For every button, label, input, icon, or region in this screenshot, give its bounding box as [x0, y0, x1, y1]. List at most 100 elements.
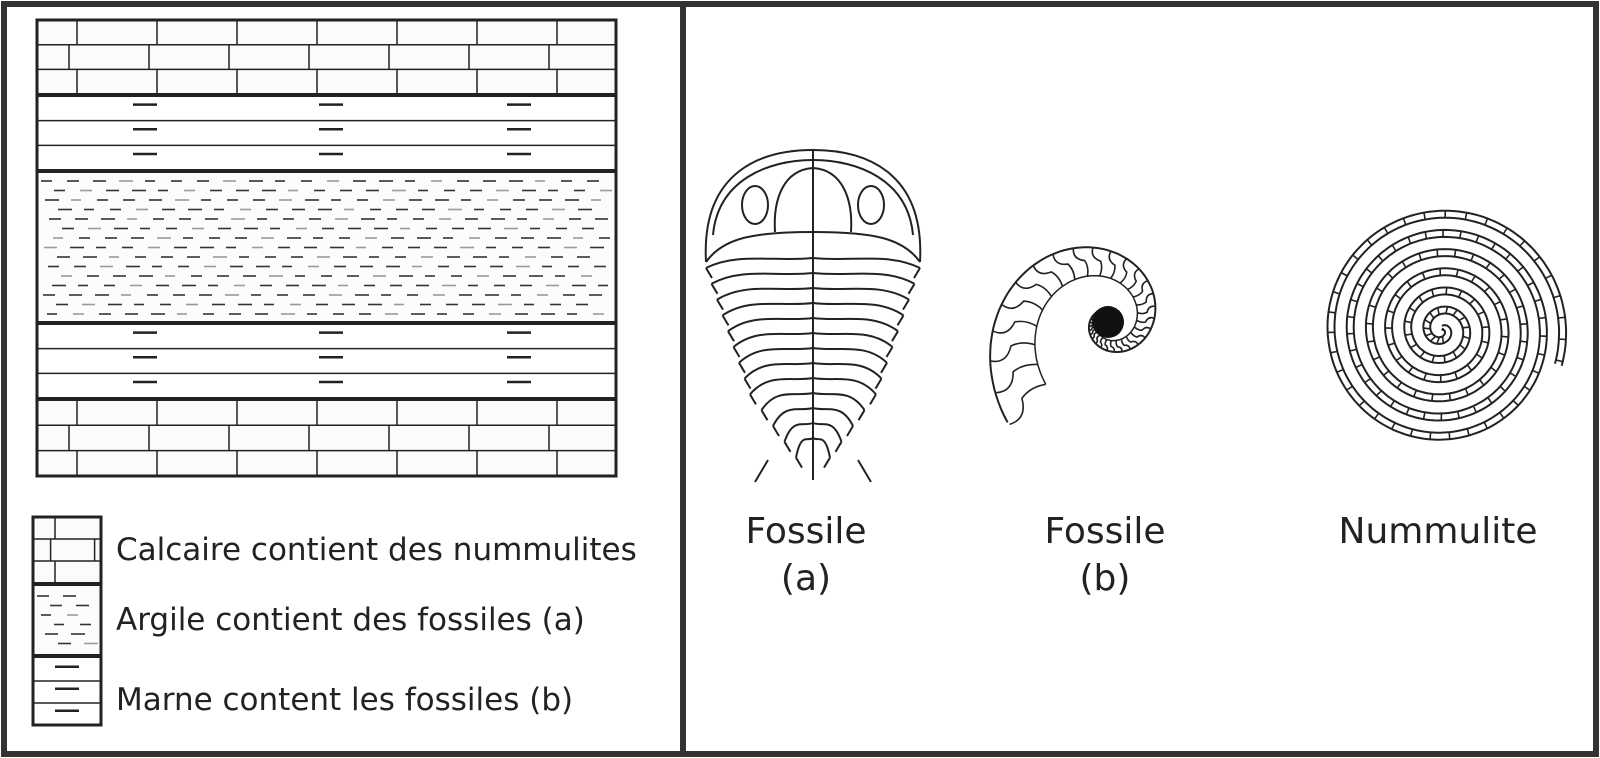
- nummulite-septum: [1368, 304, 1376, 309]
- nummulite-septum: [1469, 298, 1476, 305]
- nummulite-septum: [1383, 370, 1390, 376]
- trilobite-pleura-tip: [721, 314, 730, 326]
- nummulite-septum: [1497, 351, 1505, 356]
- ammonite-rib: [1120, 339, 1131, 350]
- nummulite-septum: [1418, 296, 1424, 303]
- trilobite-pleura-tip: [716, 299, 724, 311]
- nummulite-septum: [1499, 318, 1508, 321]
- nummulite-septum: [1501, 335, 1509, 338]
- legend-swatch-border: [31, 515, 103, 727]
- nummulite-septum: [1452, 351, 1458, 359]
- trilobite-pleura-tip: [891, 330, 899, 342]
- trilobite-pleura-tip: [795, 457, 803, 469]
- trilobite-pleura-tip: [913, 267, 921, 279]
- nummulite-septum: [1502, 227, 1508, 235]
- ammonite-rib: [1015, 282, 1053, 297]
- nummulite-septum: [1545, 274, 1553, 280]
- nummulite-septum: [1419, 351, 1426, 358]
- nummulite-septum: [1459, 344, 1466, 350]
- nummulite-septum: [1493, 300, 1501, 306]
- nummulite-septum: [1349, 348, 1357, 352]
- nummulite-septum: [1405, 407, 1410, 415]
- ammonite-rib: [1115, 340, 1123, 352]
- ammonite-rib: [1130, 331, 1146, 339]
- nummulite-septum: [1481, 326, 1489, 329]
- nummulite-caption: Nummulite: [1339, 511, 1538, 552]
- legend-marl-label: Marne content les fossiles (b): [116, 682, 573, 718]
- nummulite-septum: [1498, 274, 1505, 280]
- nummulite-septum: [1356, 282, 1364, 288]
- trilobite-pleura-tip: [869, 393, 877, 405]
- ammonite-rib: [1109, 340, 1116, 353]
- nummulite-septum: [1364, 377, 1371, 384]
- nummulite-septum: [1330, 350, 1338, 354]
- nummulite-septum: [1346, 385, 1353, 391]
- trilobite-pleura-tip: [846, 425, 854, 437]
- nummulite-septum: [1441, 336, 1445, 344]
- nummulite-septum: [1476, 353, 1483, 359]
- nummulite-septum: [1445, 306, 1449, 314]
- trilobite-pleura-tip: [880, 362, 888, 374]
- nummulite-septum: [1475, 235, 1480, 243]
- trilobite-pleura-tip: [902, 299, 910, 311]
- nummulite-septum: [1340, 271, 1348, 277]
- nummulite-septum: [1464, 388, 1469, 396]
- ammonite-rib: [1072, 248, 1089, 277]
- nummulite-septum: [1424, 231, 1428, 239]
- nummulite-septum: [1437, 307, 1440, 315]
- nummulite-septum: [1452, 309, 1458, 316]
- nummulite-septum: [1431, 355, 1435, 363]
- nummulite-septum: [1328, 311, 1336, 314]
- nummulite-septum: [1532, 369, 1540, 375]
- nummulite-septum: [1448, 432, 1451, 440]
- legend-limestone-swatch-fill: [33, 517, 101, 583]
- fossil-b-caption-line1: Fossile: [1044, 511, 1165, 552]
- ammonite-rib: [1136, 292, 1154, 306]
- ammonite-rib: [1091, 247, 1103, 277]
- ammonite-rib: [1052, 254, 1076, 280]
- nummulite-septum: [1470, 275, 1476, 283]
- nummulite-septum: [1523, 385, 1531, 391]
- nummulite-septum: [1436, 336, 1441, 345]
- nummulite-septum: [1336, 368, 1344, 373]
- ammonite-rib: [1001, 300, 1044, 311]
- column-border: [35, 18, 618, 478]
- nummulite-septum: [1483, 421, 1488, 429]
- trilobite-drawing: [704, 148, 922, 483]
- marl-upper-fill: [37, 96, 616, 170]
- nummulite-septum: [1387, 342, 1396, 346]
- nummulite-septum: [1448, 393, 1452, 401]
- ammonite-rib: [1127, 268, 1140, 291]
- trilobite-pleura-tip: [727, 330, 735, 342]
- trilobite-pleura-tip: [749, 393, 757, 405]
- nummulite-septum: [1367, 340, 1375, 343]
- ammonite-rib: [1032, 265, 1064, 287]
- nummulite-septum: [1458, 316, 1466, 322]
- trilobite-pleura-tip: [710, 283, 719, 295]
- stratigraphic-column: [35, 18, 618, 478]
- trilobite-eye-left: [741, 185, 769, 225]
- trilobite-pleura-tip: [732, 346, 741, 358]
- nummulite-septum: [1533, 256, 1541, 262]
- nummulite-septum: [1509, 372, 1517, 378]
- nummulite-septum: [1558, 338, 1566, 341]
- nummulite-septum: [1520, 340, 1528, 343]
- nummulite-septum: [1553, 294, 1561, 299]
- ammonite-rib: [1133, 326, 1152, 332]
- nummulite-septum: [1409, 306, 1416, 313]
- nummulite-septum: [1499, 385, 1506, 392]
- ammonite-rib: [1108, 251, 1116, 279]
- nummulite-septum: [1453, 249, 1457, 257]
- nummulite-septum: [1462, 335, 1470, 340]
- trilobite-eye-right: [857, 185, 885, 225]
- fossil-a-caption-line2: (a): [781, 558, 831, 599]
- trilobite-pleura-tip: [834, 441, 843, 453]
- nummulite-septum: [1365, 322, 1374, 325]
- nummulite-septum: [1395, 355, 1403, 362]
- nummulite-septum: [1455, 269, 1459, 277]
- legend-clay-swatch-fill: [33, 587, 101, 653]
- nummulite-septum: [1387, 309, 1395, 314]
- nummulite-septum: [1481, 340, 1489, 344]
- trilobite-pleura-tip: [896, 314, 905, 326]
